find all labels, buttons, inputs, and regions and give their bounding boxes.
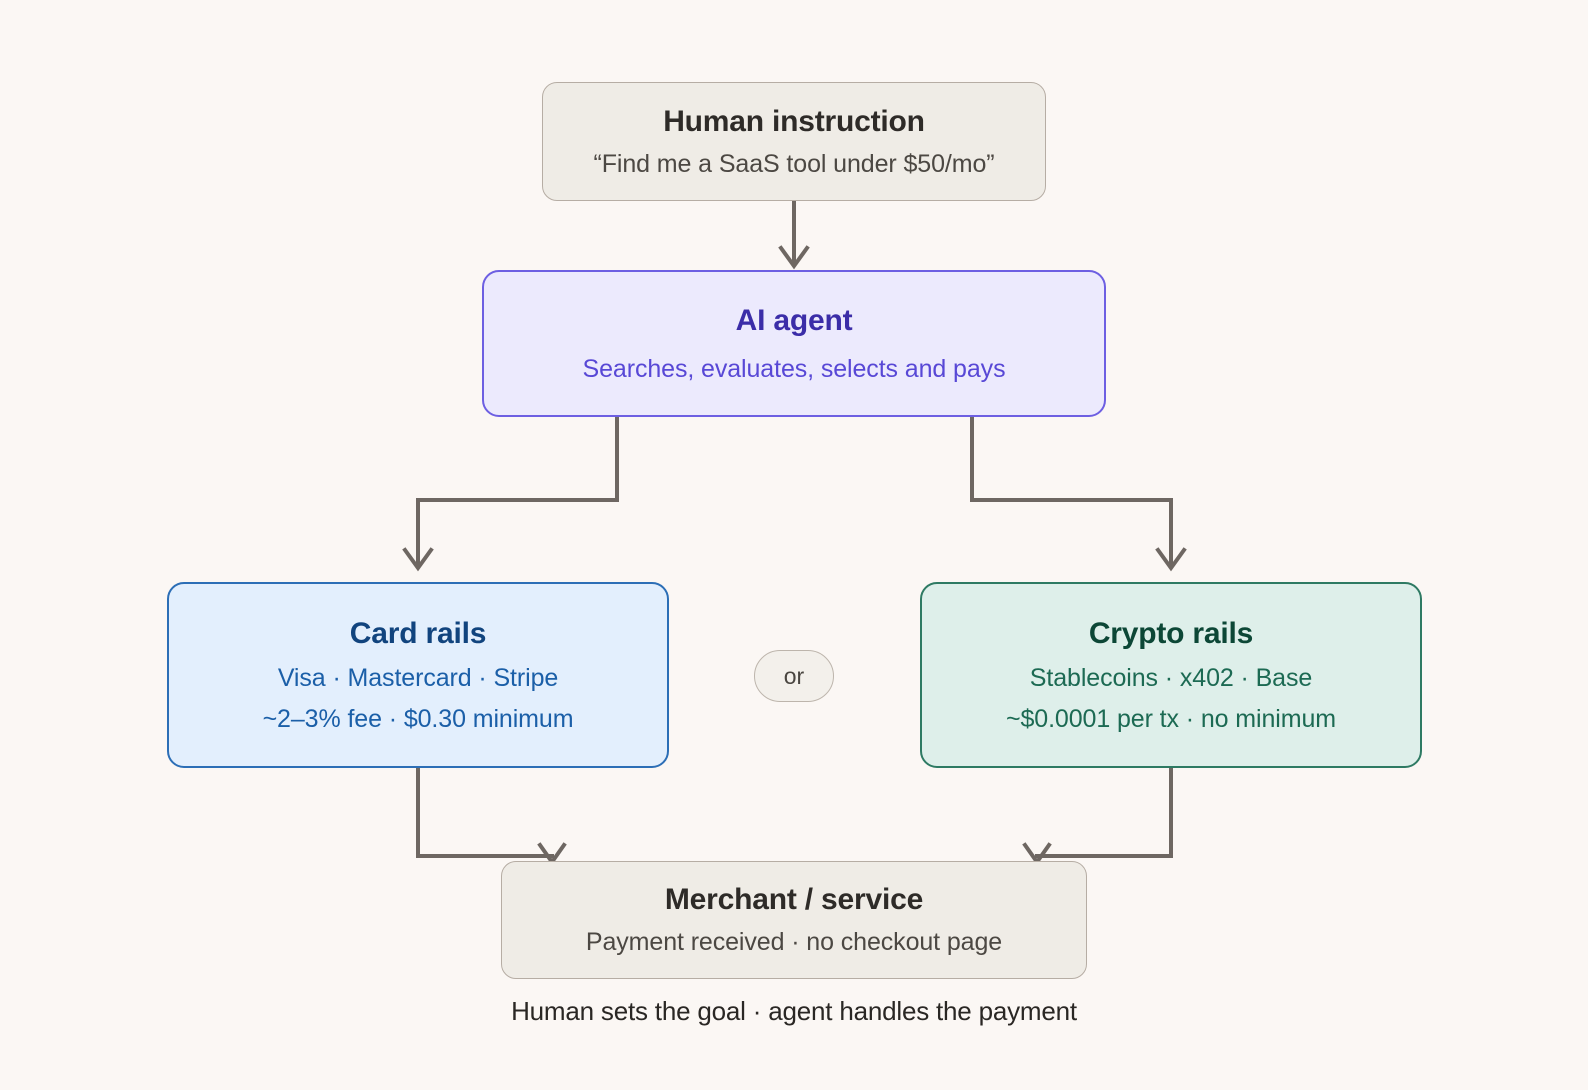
node-merchant-service[interactable]: Merchant / service Payment received · no… (501, 861, 1087, 979)
arrowhead-card-to-merchant (537, 842, 567, 866)
or-badge-label: or (783, 662, 805, 689)
node-crypto-rails-providers: Stablecoins · x402 · Base (1029, 663, 1313, 692)
node-merchant-service-title: Merchant / service (664, 883, 924, 916)
node-card-rails[interactable]: Card rails Visa · Mastercard · Stripe ~2… (167, 582, 669, 768)
connector-agent-to-card (416, 415, 619, 565)
or-badge: or (754, 650, 834, 702)
node-human-instruction[interactable]: Human instruction “Find me a SaaS tool u… (542, 82, 1046, 201)
node-ai-agent-subtitle: Searches, evaluates, selects and pays (582, 354, 1006, 383)
arrowhead-human-to-agent (778, 245, 810, 270)
node-crypto-rails-title: Crypto rails (1088, 616, 1254, 650)
node-card-rails-title: Card rails (349, 616, 487, 650)
connector-crypto-to-merchant (1035, 767, 1173, 858)
node-crypto-rails[interactable]: Crypto rails Stablecoins · x402 · Base ~… (920, 582, 1422, 768)
node-ai-agent[interactable]: AI agent Searches, evaluates, selects an… (482, 270, 1106, 417)
connector-agent-to-crypto (970, 415, 1173, 565)
node-card-rails-fees: ~2–3% fee · $0.30 minimum (262, 704, 574, 733)
diagram-caption: Human sets the goal · agent handles the … (511, 996, 1077, 1026)
node-ai-agent-title: AI agent (735, 303, 853, 337)
arrowhead-crypto-to-merchant (1022, 842, 1052, 866)
arrowhead-agent-to-crypto (1155, 547, 1187, 572)
node-crypto-rails-fees: ~$0.0001 per tx · no minimum (1005, 704, 1336, 733)
node-human-instruction-title: Human instruction (663, 104, 925, 138)
node-human-instruction-subtitle: “Find me a SaaS tool under $50/mo” (593, 149, 995, 178)
node-card-rails-providers: Visa · Mastercard · Stripe (277, 663, 559, 692)
connector-card-to-merchant (416, 767, 554, 858)
node-merchant-service-subtitle: Payment received · no checkout page (585, 928, 1003, 956)
arrowhead-agent-to-card (402, 547, 434, 572)
